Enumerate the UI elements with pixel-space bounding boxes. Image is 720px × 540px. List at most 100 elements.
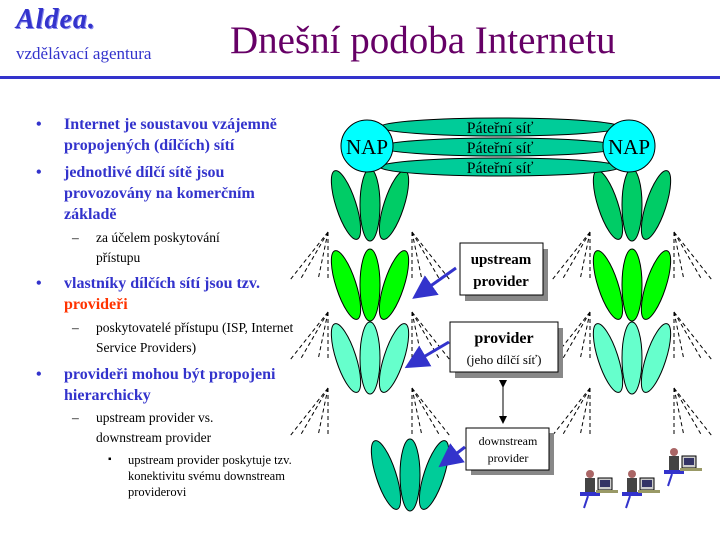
aldea-logo: Aldea.: [16, 4, 96, 35]
level3-network: [359, 321, 381, 395]
nap-right: [602, 119, 656, 173]
arrow-icon: [412, 266, 457, 299]
level3-network: [621, 321, 643, 395]
level2-network: [592, 250, 624, 320]
dashed-link: [317, 231, 329, 281]
dashed-link: [673, 387, 703, 437]
dashed-link: [289, 231, 329, 281]
downstream-network: [399, 438, 421, 512]
bullet-4: • provideři mohou být propojeni hierarchi…: [36, 364, 304, 406]
dashed-link: [579, 387, 591, 437]
level3-network: [640, 323, 672, 393]
bullet-dot: •: [36, 164, 42, 181]
user-at-computer-icon: [580, 470, 618, 509]
dashed-link: [411, 311, 423, 361]
upstream-provider-box: upstream provider: [459, 242, 548, 301]
dashed-link: [673, 311, 685, 361]
arrow-icon: [438, 443, 466, 468]
dashed-link: [673, 311, 703, 361]
dash: –: [72, 230, 79, 245]
header-divider: [0, 76, 720, 79]
bullet-text: provideři mohou být propojeni hierarchic…: [64, 366, 276, 404]
dashed-link: [579, 231, 591, 281]
level3-network: [378, 323, 410, 393]
dashed-link: [673, 387, 685, 437]
subbullet-3-1: – poskytovatelé přístupu (ISP, Internet S…: [72, 318, 306, 358]
bullet-text: vlastníky dílčích sítí jsou tzv.: [64, 275, 261, 292]
downstream-label: provider: [488, 451, 529, 465]
subbullet-4-1: – upstream provider vs. downstream provid…: [72, 408, 256, 448]
dashed-link: [299, 387, 329, 437]
subbullet-2-1: –za účelem poskytování přístupu: [72, 228, 266, 268]
provider-hierarchy: [330, 168, 672, 512]
dash: –: [72, 410, 79, 425]
dashed-link: [673, 231, 685, 281]
dashed-link: [579, 311, 591, 361]
dashed-link: [289, 311, 329, 361]
nap-right-label: NAP: [608, 135, 650, 159]
level2-network: [640, 250, 672, 320]
highlight-provideri: provideři: [64, 296, 128, 313]
dashed-link: [411, 387, 441, 437]
slide-title: Dnešní podoba Internetu: [230, 19, 616, 62]
backbone-label: Páteřní síť: [467, 120, 534, 137]
level1-network: [621, 168, 643, 242]
dashed-link: [673, 311, 713, 361]
bullet-text: upstream provider poskytuje tzv. konekti…: [128, 453, 292, 499]
level1-network: [330, 170, 362, 240]
downstream-network: [370, 440, 402, 510]
level2-network: [359, 248, 381, 322]
dashed-link: [411, 387, 451, 437]
dashed-link: [411, 311, 441, 361]
level1-network: [640, 170, 672, 240]
dashed-link: [411, 231, 441, 281]
level1-network: [359, 168, 381, 242]
level2-network: [621, 248, 643, 322]
dashed-link: [411, 311, 451, 361]
provider-label: provider: [474, 330, 533, 347]
bullet-text: upstream provider vs. downstream provide…: [96, 410, 214, 445]
dashed-link: [411, 387, 423, 437]
dashed-link: [299, 311, 329, 361]
bullet-dot: •: [36, 275, 42, 292]
dashed-link: [289, 387, 329, 437]
level2-network: [378, 250, 410, 320]
dashed-link: [317, 311, 329, 361]
user-at-computer-icon: [622, 470, 660, 509]
user-workstations: [580, 448, 702, 509]
subbullet-4-1-1: ▪ upstream provider poskytuje tzv. konekt…: [108, 452, 308, 500]
user-at-computer-icon: [664, 448, 702, 487]
dash: –: [72, 320, 79, 335]
dashed-link: [673, 231, 713, 281]
dashed-link: [411, 231, 451, 281]
level2-network: [330, 250, 362, 320]
bullet-1: • Internet je soustavou vzájemně propojen…: [36, 114, 304, 156]
dashed-link: [551, 231, 591, 281]
dashed-link: [551, 387, 591, 437]
square-bullet: ▪: [108, 454, 112, 465]
backbone-label: Páteřní síť: [467, 160, 534, 177]
bullet-text: jednotlivé dílčí sítě jsou provozovány n…: [64, 164, 255, 223]
dashed-link: [411, 231, 423, 281]
bullet-dot: •: [36, 366, 42, 383]
backbone-label: Páteřní síť: [467, 140, 534, 157]
bullet-text: Internet je soustavou vzájemně propojený…: [64, 116, 277, 154]
provider-box: provider (jeho dílčí síť): [449, 321, 563, 378]
bullet-text: poskytovatelé přístupu (ISP, Internet Se…: [96, 320, 294, 355]
downstream-label: downstream: [479, 434, 538, 448]
nap-left-label: NAP: [346, 135, 388, 159]
dashed-link: [673, 231, 703, 281]
upstream-label: provider: [473, 274, 529, 290]
dashed-link: [317, 387, 329, 437]
dashed-link: [673, 387, 713, 437]
upstream-label: upstream: [471, 252, 532, 268]
bullet-3: • vlastníky dílčích sítí jsou tzv. provide…: [36, 273, 304, 315]
level3-network: [592, 323, 624, 393]
dashed-link: [561, 311, 591, 361]
arrow-icon: [404, 340, 450, 369]
bullet-dot: •: [36, 116, 42, 133]
downstream-provider-box: downstream provider: [465, 427, 554, 475]
level3-network: [330, 323, 362, 393]
